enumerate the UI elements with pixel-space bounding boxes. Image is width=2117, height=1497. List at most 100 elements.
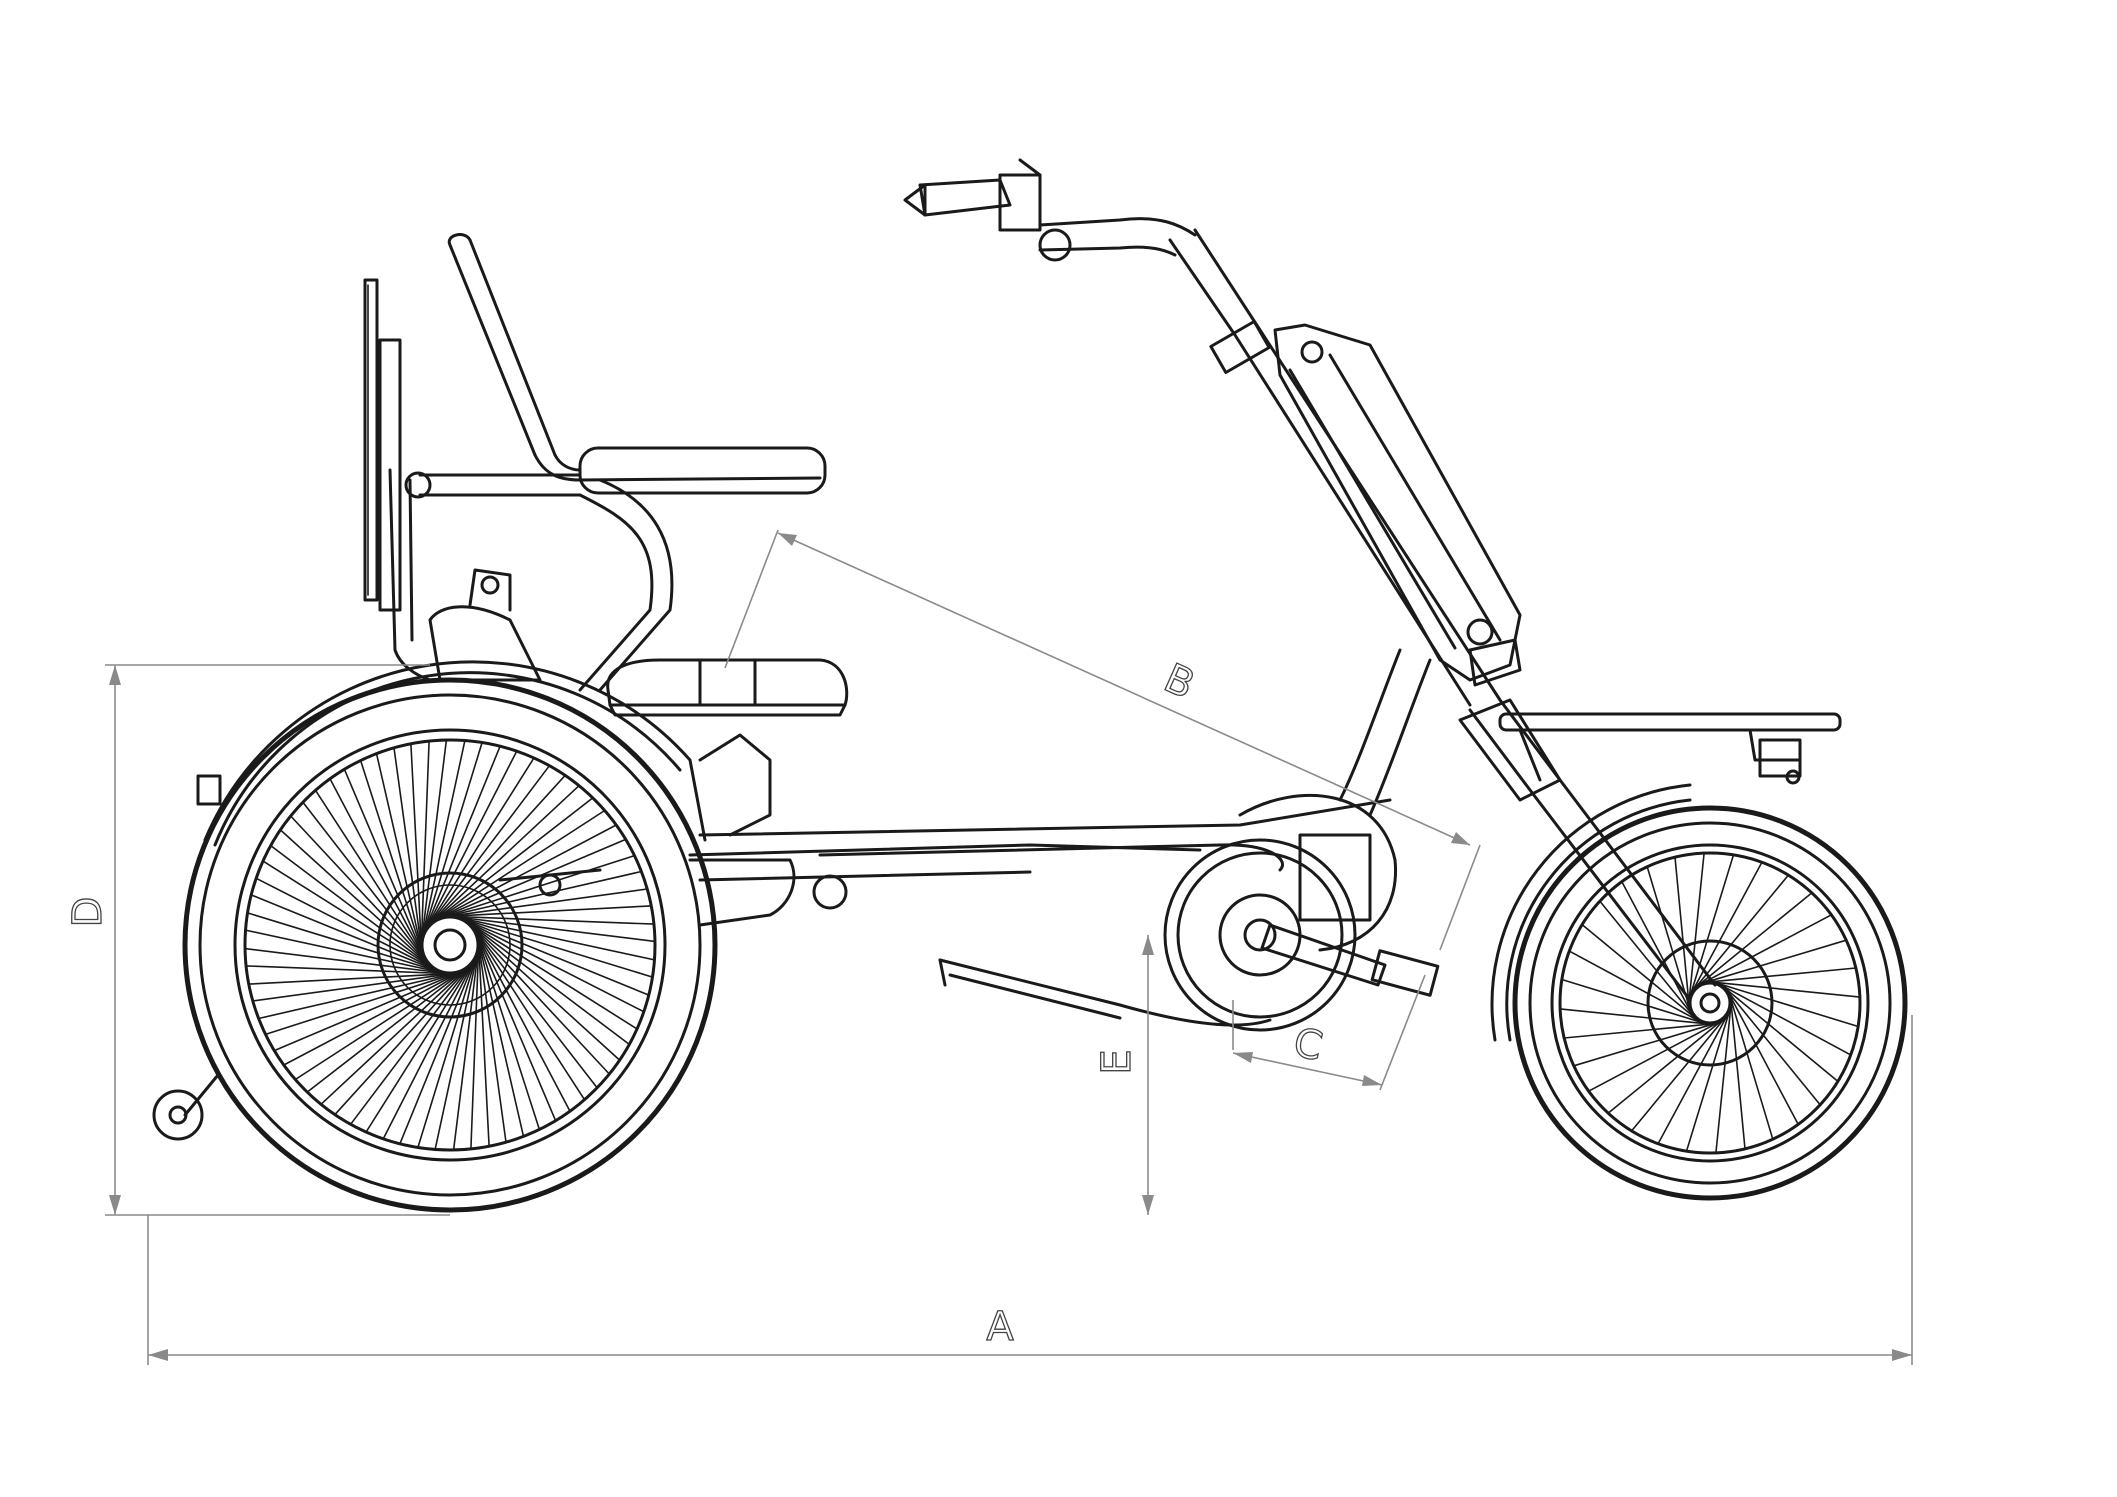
spoke [1700, 967, 1857, 984]
crank-arm [1260, 923, 1440, 997]
spoke [454, 914, 645, 1013]
spoke [1690, 892, 1813, 992]
spoke [446, 914, 656, 961]
spoke [1715, 997, 1733, 1154]
spoke [382, 949, 481, 1140]
spoke [466, 919, 598, 1089]
handlebar [903, 158, 1197, 262]
dimension-c [1232, 974, 1426, 1091]
spoke [1621, 880, 1696, 1020]
spoke [289, 815, 436, 972]
spoke [250, 894, 449, 976]
spoke [1685, 1002, 1733, 1152]
spoke [294, 963, 474, 1081]
rear-brake-disc [376, 871, 524, 1019]
spoke [410, 742, 423, 957]
spoke [255, 877, 446, 976]
spoke [419, 741, 483, 946]
spoke [1563, 1022, 1720, 1039]
dimension-label-d: D [65, 897, 111, 928]
spoke [320, 959, 477, 1106]
front-hub [1688, 981, 1732, 1025]
spoke [245, 965, 459, 975]
pedal [1370, 949, 1440, 997]
seat [606, 658, 849, 717]
armrest-pad [578, 446, 827, 495]
spoke [343, 768, 428, 966]
spoke [443, 914, 656, 943]
spoke [438, 905, 653, 918]
spoke [475, 929, 525, 1138]
spoke [1721, 983, 1821, 1106]
spoke [1693, 913, 1833, 989]
spoke [1581, 923, 1703, 1025]
spoke [476, 931, 507, 1143]
rear-wheel [182, 677, 718, 1213]
spoke [456, 915, 638, 1030]
anti-tip-caster [152, 1073, 220, 1141]
spoke [1559, 1008, 1716, 1026]
spoke [393, 746, 424, 959]
spoke [468, 921, 586, 1101]
front-mudguard [1490, 783, 1692, 1042]
spoke [279, 829, 439, 974]
spoke [282, 965, 473, 1066]
spoke [246, 912, 451, 976]
front-light [1758, 738, 1802, 778]
spoke [1657, 1006, 1733, 1145]
spoke [359, 759, 427, 963]
spoke [375, 752, 425, 961]
spoke [1674, 856, 1691, 1013]
spoke [264, 968, 468, 1036]
rear-upright [363, 278, 402, 612]
spoke [417, 944, 481, 1149]
brake-lever [998, 173, 1042, 232]
rear-mudguard [203, 660, 707, 842]
spoke [432, 854, 636, 922]
spoke [399, 946, 481, 1145]
spoke [436, 888, 649, 919]
spoke [329, 777, 430, 968]
spoke [1713, 980, 1852, 1056]
spoke [426, 809, 606, 927]
armrest-frame [388, 468, 674, 692]
motor-housing [1298, 833, 1372, 922]
spoke [244, 929, 454, 976]
spoke [1561, 978, 1711, 1026]
rear-reflector [196, 774, 222, 806]
spoke [1687, 861, 1763, 1000]
rear-hub [420, 915, 480, 975]
spoke [1688, 874, 1790, 996]
dimension-e [1142, 935, 1154, 1215]
spoke [461, 916, 621, 1061]
spoke [1704, 980, 1861, 998]
spoke [248, 972, 462, 985]
spoke [419, 750, 518, 941]
spoke [273, 967, 471, 1052]
spoke [1729, 993, 1746, 1150]
spoke [1709, 980, 1859, 1028]
steering-column [1168, 228, 1502, 707]
rear-lock-mount [428, 568, 542, 682]
spoke [257, 970, 466, 1020]
front-rack [1498, 712, 1842, 785]
front-wheel-spokes [1559, 852, 1861, 1154]
spoke [1687, 853, 1735, 1004]
spoke [420, 740, 430, 954]
spoke [252, 971, 464, 1002]
spoke [434, 941, 481, 1151]
spoke [427, 824, 618, 925]
spoke [420, 764, 551, 936]
dimension-d [105, 664, 450, 1216]
spoke [472, 924, 557, 1122]
mid-motor [1238, 794, 1398, 952]
front-wheel [1512, 805, 1908, 1201]
spoke [334, 956, 479, 1116]
battery [1273, 323, 1522, 687]
spoke [306, 961, 476, 1093]
spoke [365, 951, 480, 1133]
front-brake-disc [1646, 939, 1774, 1067]
spoke [420, 757, 535, 939]
rear-wheel-spokes [244, 739, 656, 1151]
